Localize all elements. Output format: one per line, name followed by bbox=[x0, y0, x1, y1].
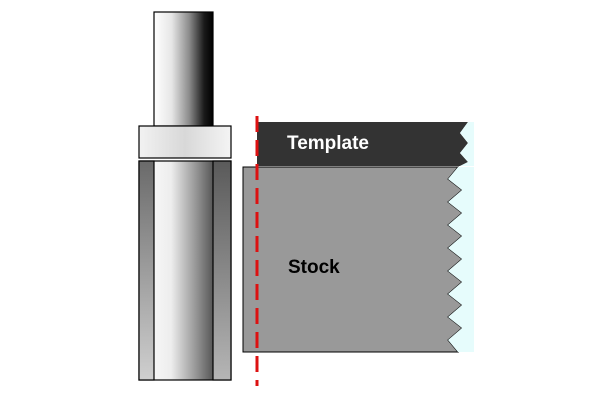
template-label: Template bbox=[287, 133, 369, 154]
template-board bbox=[257, 122, 468, 166]
router-bit-icon bbox=[138, 11, 232, 381]
stock-label: Stock bbox=[288, 257, 340, 278]
stock-board bbox=[242, 166, 463, 353]
template-torn-edge bbox=[460, 122, 474, 166]
router-bit-flute-left bbox=[138, 160, 155, 381]
router-bit-shank bbox=[153, 11, 214, 127]
router-bit-flute-right bbox=[212, 160, 232, 381]
router-bit-bearing bbox=[138, 125, 232, 159]
stock-torn-edge bbox=[448, 167, 474, 352]
